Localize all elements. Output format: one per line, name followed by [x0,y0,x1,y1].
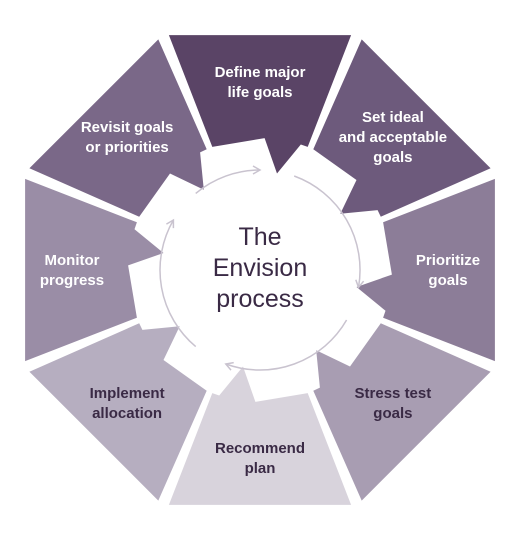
segment-label-implement-1: Implement [90,385,165,402]
segment-label-set-3: goals [373,149,412,166]
segment-label-define-2: life goals [227,84,292,101]
segment-label-revisit-1: Revisit goals [81,119,174,136]
segment-label-set-1: Set ideal [362,109,424,126]
cycle-arc-3 [159,219,197,348]
cycle-arc-1 [293,175,361,288]
segment-label-prioritize-2: goals [428,272,467,289]
segment-recommend [168,366,352,505]
segment-label-define-1: Define major [215,64,306,81]
cycle-arc-2 [225,319,348,371]
segment-stress [313,323,491,501]
cycle-arrowhead-4 [252,165,262,175]
segment-set [313,39,491,217]
segment-label-stress-1: Stress test [355,385,432,402]
segment-label-stress-2: goals [373,405,412,422]
cycle-arc-4 [195,169,261,194]
segment-label-prioritize-1: Prioritize [416,252,480,269]
segment-revisit [29,39,207,217]
segment-label-set-2: and acceptable [339,129,447,146]
cycle-arrowhead-3 [166,218,175,229]
segment-label-revisit-2: or priorities [85,139,168,156]
cycle-arrowhead-2 [224,361,234,371]
cycle-arrows [159,165,365,371]
cycle-arrowhead-1 [355,279,365,289]
segment-label-recommend-2: plan [245,460,276,477]
segment-label-implement-2: allocation [92,405,162,422]
segment-prioritize [356,178,495,362]
segment-define [168,35,352,174]
segment-implement [29,323,207,501]
segment-label-recommend-1: Recommend [215,440,305,457]
center-title-line-1: The [238,223,281,251]
center-title-line-3: process [216,285,304,313]
segment-label-monitor-2: progress [40,272,104,289]
center-title-line-2: Envision [213,254,308,282]
segment-monitor [25,178,164,362]
segment-label-monitor-1: Monitor [45,252,100,269]
